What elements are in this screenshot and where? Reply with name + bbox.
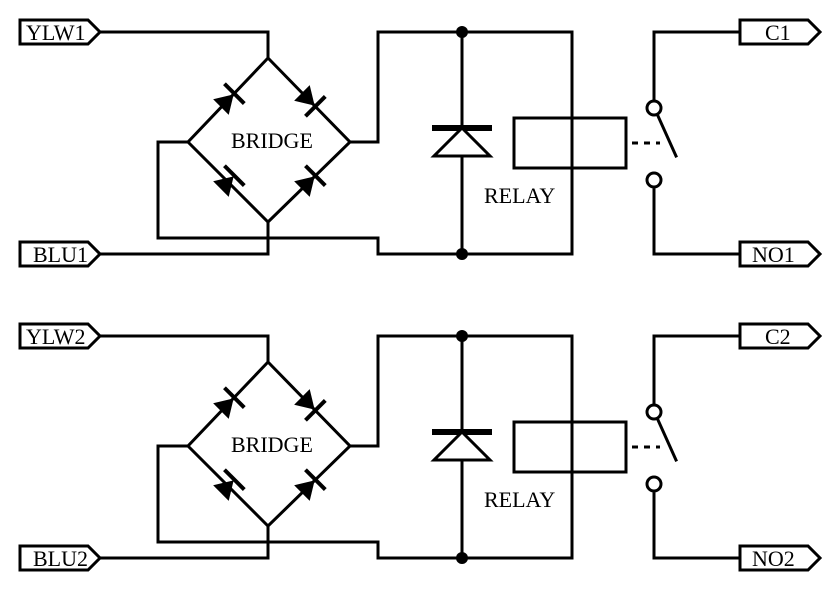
flyback-diode-2 <box>430 429 494 462</box>
port-no2: NO2 <box>738 544 823 572</box>
port-blu1: BLU1 <box>18 240 103 268</box>
bridge-label: BRIDGE <box>231 128 313 153</box>
port-ylw2-label: YLW2 <box>26 324 85 349</box>
circuit-1: YLW1 BLU1 C1 NO1 <box>18 18 823 268</box>
port-ylw1-label: YLW1 <box>26 20 85 45</box>
contact-terminal <box>645 475 663 493</box>
port-ylw1: YLW1 <box>18 18 103 46</box>
port-no1-label: NO1 <box>752 242 795 267</box>
relay-contact-1 <box>632 99 678 189</box>
relay-contact-2 <box>632 403 678 493</box>
port-c2: C2 <box>738 322 823 350</box>
port-c2-label: C2 <box>765 324 791 349</box>
port-blu2: BLU2 <box>18 544 103 572</box>
port-blu1-label: BLU1 <box>33 242 88 267</box>
relay-coil-1: RELAY <box>484 116 628 208</box>
contact-terminal <box>645 99 663 117</box>
port-c1-label: C1 <box>765 20 791 45</box>
bridge-rectifier-2: BRIDGE <box>185 359 353 529</box>
relay-coil-2: RELAY <box>484 420 628 512</box>
port-no2-label: NO2 <box>752 546 795 571</box>
junction-dot <box>456 552 468 564</box>
relay-label: RELAY <box>484 183 555 208</box>
junction-dot <box>456 330 468 342</box>
relay-label: RELAY <box>484 487 555 512</box>
port-no1: NO1 <box>738 240 823 268</box>
circuit-2: YLW2 BLU2 C2 NO2 <box>18 322 823 572</box>
wires-1 <box>98 30 742 256</box>
port-ylw2: YLW2 <box>18 322 103 350</box>
bridge-rectifier-1: BRIDGE <box>185 55 353 225</box>
contact-terminal <box>645 403 663 421</box>
wires-2 <box>98 334 742 560</box>
junction-dot <box>456 26 468 38</box>
contact-terminal <box>645 171 663 189</box>
bridge-label: BRIDGE <box>231 432 313 457</box>
flyback-diode-1 <box>430 125 494 158</box>
port-blu2-label: BLU2 <box>33 546 88 571</box>
port-c1: C1 <box>738 18 823 46</box>
junction-dot <box>456 248 468 260</box>
